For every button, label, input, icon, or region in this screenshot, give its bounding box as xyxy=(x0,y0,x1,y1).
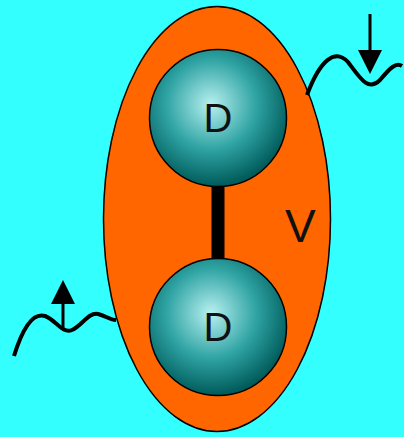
bond-bar xyxy=(212,186,225,259)
photon-wave xyxy=(307,56,402,95)
spin-arrow xyxy=(62,292,65,330)
potential-label: V xyxy=(285,203,316,249)
meson-sphere: D xyxy=(148,257,288,397)
photon-wave xyxy=(14,314,116,356)
meson-label: D xyxy=(204,307,233,347)
spin-arrow xyxy=(369,14,372,62)
meson-sphere: D xyxy=(148,48,288,188)
potential-region: V D D xyxy=(102,5,332,433)
meson-label: D xyxy=(204,98,233,138)
